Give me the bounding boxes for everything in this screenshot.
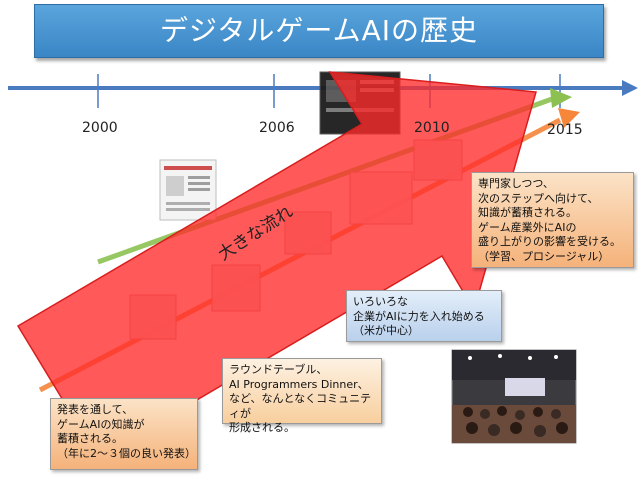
trend-arrowhead-orange (558, 108, 580, 128)
note-presentations: 発表を通して、 ゲームAIの知識が 蓄積される。 （年に2〜３個の良い発表） (50, 398, 198, 470)
year-label-2000: 2000 (82, 120, 118, 136)
note-various-companies: いろいろな 企業がAIに力を入れ始める （米が中心） (346, 290, 502, 342)
year-label-2010: 2010 (414, 120, 450, 136)
note-round-table: ラウンドテーブル、 AI Programmers Dinner、 など、なんとな… (222, 358, 382, 434)
conference-photo (451, 349, 577, 444)
year-label-2006: 2006 (259, 120, 295, 136)
year-label-2015: 2015 (547, 122, 583, 138)
timeline-arrowhead (622, 80, 638, 96)
trend-arrowhead-green (550, 88, 572, 108)
note-expertise: 専門家しつつ、 次のステップへ向けて、 知識が蓄積される。 ゲーム産業外にAIの… (471, 172, 634, 268)
page-title: デジタルゲームAIの歴史 (34, 4, 604, 58)
